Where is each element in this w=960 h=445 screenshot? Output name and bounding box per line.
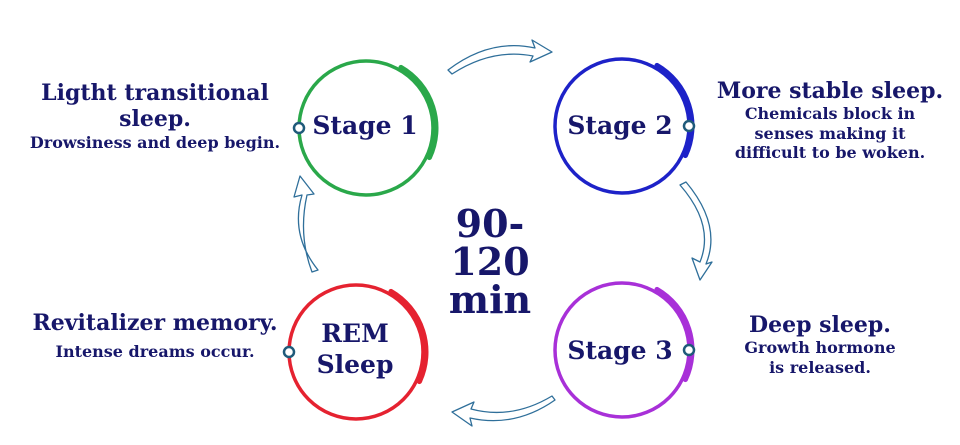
rem-title: Revitalizer memory.	[32, 310, 278, 336]
arrow-stage3-to-rem	[451, 395, 556, 427]
rem-label-line2: Sleep	[316, 350, 394, 380]
rem-arc-accent	[388, 288, 429, 385]
stage-2-desc-2: senses making it	[754, 123, 906, 143]
stage-2-arc-accent	[654, 62, 695, 159]
duration-unit: min	[448, 277, 532, 322]
stage-3-title: Deep sleep.	[749, 312, 891, 338]
arrow-stage1-to-stage2	[447, 39, 553, 75]
rem-sleep-label: REM Sleep	[300, 318, 410, 381]
stage-3-arc-accent	[654, 286, 695, 383]
stage-2-desc-1: Chemicals block in	[744, 104, 916, 124]
stage-3-description: Deep sleep. Growth hormone is released.	[715, 312, 925, 377]
stage-1-desc: Drowsiness and deep begin.	[29, 132, 281, 152]
arrow-stage2-to-stage3	[679, 181, 713, 281]
stage-2-label: Stage 2	[567, 111, 673, 140]
cycle-duration: 90-120 min	[420, 205, 560, 319]
rem-marker-dot	[282, 345, 296, 359]
arrow-rem-to-stage1	[293, 175, 319, 273]
stage-3-marker-dot	[682, 343, 696, 357]
stage-1-arc-accent	[398, 64, 439, 161]
stage-1-title: Ligtht transitional	[41, 80, 269, 106]
stage-1-label: Stage 1	[312, 111, 418, 140]
stage-2-title: More stable sleep.	[716, 78, 944, 104]
stage-2-desc-3: difficult to be woken.	[734, 142, 926, 162]
duration-value: 90-120	[450, 201, 530, 284]
stage-2-description: More stable sleep. Chemicals block in se…	[710, 78, 950, 162]
rem-desc: Intense dreams occur.	[55, 342, 255, 362]
stage-1-description: Ligtht transitional sleep. Drowsiness an…	[10, 80, 300, 152]
stage-1-marker-dot	[292, 121, 306, 135]
stage-1-title-line2: sleep.	[119, 106, 191, 133]
stage-2-marker-dot	[682, 119, 696, 133]
stage-3-label: Stage 3	[567, 336, 673, 365]
stage-3-desc-2: is released.	[769, 357, 871, 377]
rem-description: Revitalizer memory. Intense dreams occur…	[20, 310, 290, 362]
rem-label-line1: REM	[321, 319, 389, 348]
stage-3-desc-1: Growth hormone	[744, 338, 896, 358]
